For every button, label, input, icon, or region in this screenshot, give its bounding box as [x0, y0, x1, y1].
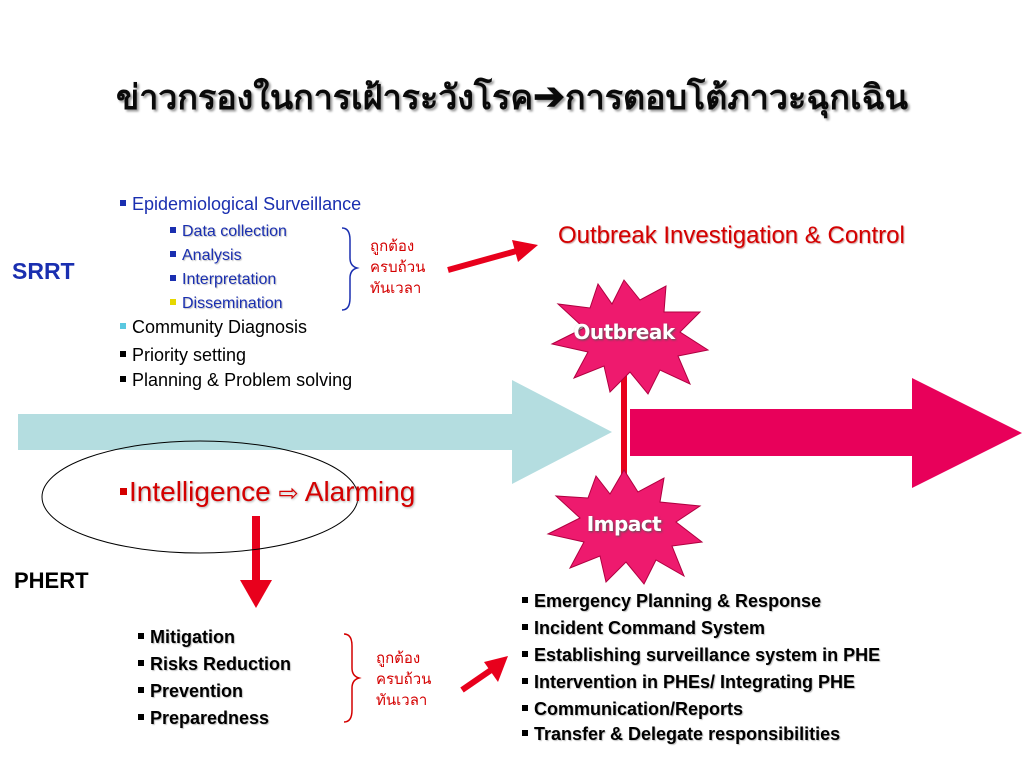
list-item: Prevention: [138, 678, 291, 705]
list-item: Communication/Reports: [522, 696, 880, 723]
list-item: Establishing surveillance system in PHE: [522, 642, 880, 669]
bullet-square-icon: [138, 633, 144, 640]
srrt-label: SRRT: [12, 258, 75, 284]
list-item: Emergency Planning & Response: [522, 588, 880, 615]
intelligence-ellipse: [41, 440, 359, 554]
timeline-arrow-left: [18, 380, 612, 484]
list-item: Data collection: [170, 220, 287, 244]
list-item: Preparedness: [138, 705, 291, 732]
bullet-square-icon: [170, 226, 176, 233]
list-item: Transfer & Delegate responsibilities: [522, 723, 880, 745]
list-item: Mitigation: [138, 624, 291, 651]
bullet-square-icon: [120, 351, 126, 358]
title-right: การตอบโต้ภาวะฉุกเฉิน: [565, 78, 909, 118]
bullet-square-icon: [522, 624, 528, 631]
bullet-square-icon: [170, 274, 176, 281]
bullet-square-icon: [170, 250, 176, 257]
arrow-intelligence-down: [240, 580, 272, 608]
outbreak-star-label: Outbreak: [573, 320, 675, 344]
impact-star-label: Impact: [586, 512, 662, 536]
phert-label: PHERT: [14, 568, 89, 593]
list-item: Intervention in PHEs/ Integrating PHE: [522, 669, 880, 696]
bullet-square-icon: [138, 714, 144, 721]
outbreak-star: [550, 279, 710, 395]
list-item: Interpretation: [170, 268, 287, 292]
bullet-square-icon: [120, 323, 126, 330]
bullet-square-icon: [138, 687, 144, 694]
timeline-arrow-right: [630, 378, 1022, 488]
list-item: Analysis: [170, 244, 287, 268]
bullet-square-icon: [522, 597, 528, 604]
response-list: Emergency Planning & Response Incident C…: [522, 588, 880, 745]
bullet-square-icon: [138, 660, 144, 667]
planning-problem-solving: Planning & Problem solving: [120, 370, 352, 391]
community-diagnosis: Community Diagnosis: [120, 317, 307, 338]
srrt-sub-list: Data collection Analysis Interpretation …: [170, 220, 287, 316]
thai-note-top: ถูกต้อง ครบถ้วน ทันเวลา: [370, 237, 426, 297]
arrow-to-response: [484, 656, 508, 682]
bullet-square-icon: [170, 298, 176, 305]
bullet-square-icon: [522, 651, 528, 658]
list-item: Incident Command System: [522, 615, 880, 642]
bracket-top: [341, 227, 360, 311]
title-arrow-icon: ➔: [533, 73, 566, 118]
phert-list: Mitigation Risks Reduction Prevention Pr…: [138, 624, 291, 732]
srrt-main-item: Epidemiological Surveillance: [120, 194, 361, 215]
intelligence-alarming: Intelligence ⇨ Alarming: [120, 476, 415, 508]
title-left: ข่าวกรองในการเฝ้าระวังโรค: [115, 78, 534, 118]
thai-note-bottom: ถูกต้อง ครบถ้วน ทันเวลา: [376, 649, 432, 709]
hollow-arrow-icon: ⇨: [278, 480, 299, 507]
arrow-to-investigation: [512, 240, 538, 262]
impact-star: [546, 469, 704, 585]
bullet-square-icon: [120, 200, 126, 207]
page-title: ข่าวกรองในการเฝ้าระวังโรค➔การตอบโต้ภาวะฉ…: [0, 70, 1024, 124]
bullet-square-icon: [522, 678, 528, 685]
bullet-square-icon: [522, 730, 528, 737]
bullet-square-icon: [120, 488, 127, 496]
outbreak-investigation-label: Outbreak Investigation & Control: [558, 222, 905, 249]
list-item: Risks Reduction: [138, 651, 291, 678]
bracket-bottom: [343, 633, 362, 723]
priority-setting: Priority setting: [120, 345, 246, 366]
list-item: Dissemination: [170, 292, 287, 316]
bullet-square-icon: [120, 376, 126, 383]
bullet-square-icon: [522, 705, 528, 712]
